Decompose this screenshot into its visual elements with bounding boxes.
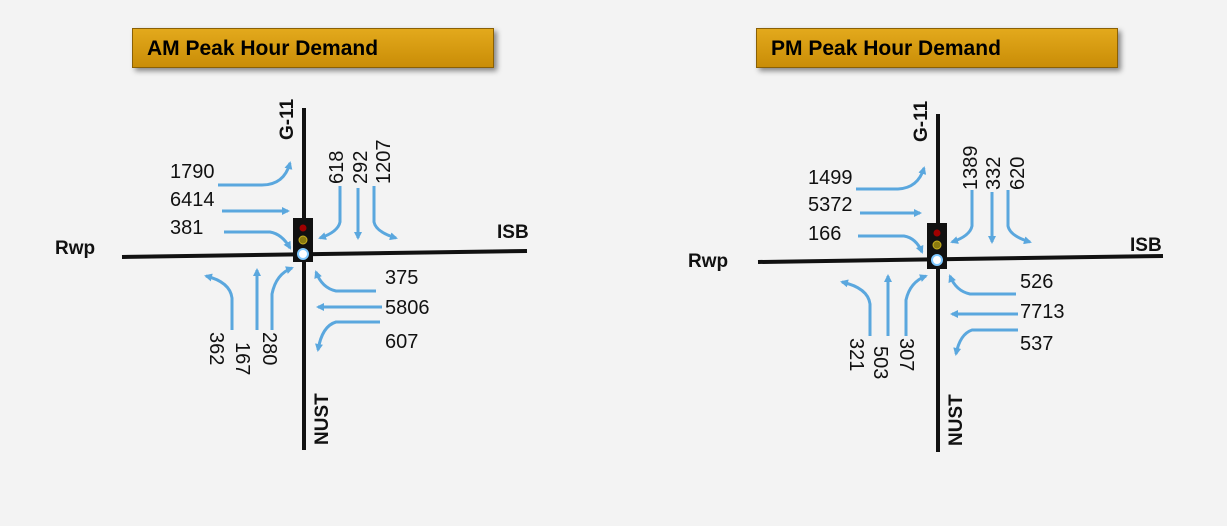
am-east-approach-arrows [314, 270, 382, 352]
pm-south-right-volume: 321 [845, 338, 867, 371]
pm-west-approach-arrows [856, 166, 927, 254]
pm-road-label-west: Rwp [688, 251, 728, 272]
pm-east-through-volume: 7713 [1020, 301, 1065, 323]
pm-south-through-volume: 503 [869, 346, 891, 379]
am-north-right-volume: 618 [326, 151, 348, 184]
pm-north-right-volume: 1389 [960, 146, 982, 191]
am-north-through-volume: 292 [350, 151, 372, 184]
pm-east-approach-arrows [948, 274, 1018, 356]
pm-west-right-volume: 166 [808, 223, 841, 245]
am-east-through-volume: 5806 [385, 297, 430, 319]
pm-peak-panel: PM Peak Hour Demand [614, 0, 1227, 526]
pm-east-right-volume: 537 [1020, 333, 1053, 355]
pm-west-left-volume: 1499 [808, 167, 853, 189]
am-title: AM Peak Hour Demand [132, 28, 494, 68]
am-east-right-volume: 607 [385, 331, 418, 353]
am-road-label-east: ISB [497, 222, 529, 243]
pm-north-left-volume: 620 [1007, 157, 1029, 190]
pm-intersection-diagram: Rwp ISB G-11 NUST 1499 5372 166 1389 332… [688, 100, 1164, 452]
am-north-left-volume: 1207 [373, 140, 395, 185]
am-intersection-diagram: Rwp ISB G-11 NUST 1790 6414 381 618 292 … [55, 98, 529, 450]
am-road-label-south: NUST [312, 393, 333, 445]
am-south-left-volume: 280 [258, 332, 280, 365]
pm-road-label-south: NUST [946, 394, 967, 446]
am-west-left-volume: 1790 [170, 161, 215, 183]
pm-east-left-volume: 526 [1020, 271, 1053, 293]
am-traffic-signal-icon [293, 218, 313, 262]
am-west-through-volume: 6414 [170, 189, 215, 211]
am-south-right-volume: 362 [205, 332, 227, 365]
pm-road-label-north: G-11 [911, 100, 932, 142]
pm-south-left-volume: 307 [895, 338, 917, 371]
am-east-left-volume: 375 [385, 267, 418, 289]
am-south-through-volume: 167 [231, 342, 253, 375]
pm-north-through-volume: 332 [983, 157, 1005, 190]
am-road-label-west: Rwp [55, 238, 95, 259]
am-road-east-west [121, 249, 528, 259]
pm-north-approach-arrows [950, 190, 1032, 245]
am-road-label-north: G-11 [277, 98, 298, 140]
am-west-approach-arrows [218, 161, 293, 250]
pm-traffic-signal-icon [927, 223, 947, 269]
pm-road-east-west [757, 254, 1164, 264]
am-north-approach-arrows [318, 186, 398, 241]
pm-road-label-east: ISB [1130, 235, 1162, 256]
pm-title: PM Peak Hour Demand [756, 28, 1118, 68]
pm-west-through-volume: 5372 [808, 194, 853, 216]
am-peak-panel: AM Peak Hour Demand [0, 0, 613, 526]
am-south-approach-arrows [204, 266, 294, 330]
am-west-right-volume: 381 [170, 217, 203, 239]
pm-south-approach-arrows [840, 274, 928, 336]
